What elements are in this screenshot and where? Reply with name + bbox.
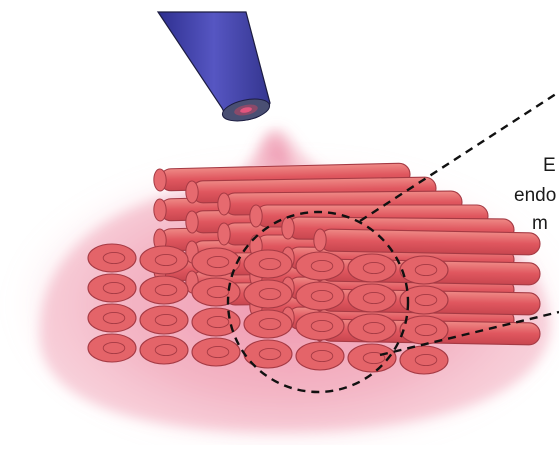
strand-layer1-end-4 bbox=[244, 250, 292, 278]
strand-layer4-end-1 bbox=[88, 334, 136, 362]
strand-layer3-end-1 bbox=[88, 304, 136, 332]
strand-layer1-end-7 bbox=[400, 256, 448, 284]
strand-layer1-long-4-end bbox=[250, 205, 262, 227]
strand-layer2-end-4 bbox=[244, 280, 292, 308]
strand-layer1-end-2 bbox=[140, 246, 188, 274]
strand-layer3-end-3 bbox=[192, 308, 240, 336]
strand-layer1-long-2-end bbox=[186, 181, 199, 203]
annotation-line-3: m bbox=[532, 214, 548, 233]
strand-layer1-long-6 bbox=[320, 229, 540, 255]
strand-layer1-long-5-end bbox=[282, 217, 295, 239]
strand-layer2-end-3 bbox=[192, 278, 240, 306]
annotation-line-2: endo bbox=[514, 186, 556, 205]
strand-layer1-long-3-end bbox=[218, 193, 231, 215]
strand-layer4-end-3 bbox=[192, 338, 240, 366]
strand-layer3-end-6 bbox=[348, 314, 396, 342]
strand-layer1-end-6 bbox=[348, 254, 396, 282]
strand-layer2-end-5 bbox=[296, 282, 344, 310]
strand-layer3-end-2 bbox=[140, 306, 188, 334]
annotation-line-1: E bbox=[543, 156, 556, 175]
strand-layer4-end-5 bbox=[296, 342, 344, 370]
strand-layer1-long-1-end bbox=[154, 169, 167, 191]
strand-layer3-end-5 bbox=[296, 312, 344, 340]
strand-layer2-long-2-end bbox=[186, 211, 199, 233]
strand-layer2-long-1-end bbox=[154, 199, 167, 221]
strand-layer4-end-7 bbox=[400, 346, 448, 374]
strand-layer2-end-1 bbox=[88, 274, 136, 302]
strand-layer3-end-4 bbox=[244, 310, 292, 338]
strand-layer1-end-5 bbox=[296, 252, 344, 280]
strand-layer4-end-2 bbox=[140, 336, 188, 364]
strand-layer2-end-2 bbox=[140, 276, 188, 304]
strand-layer1-long-6-end bbox=[314, 229, 327, 251]
strand-layer2-long-3-end bbox=[218, 223, 231, 245]
nozzle bbox=[158, 12, 272, 125]
strand-layer1-end-1 bbox=[88, 244, 136, 272]
strand-layer2-end-6 bbox=[348, 284, 396, 312]
